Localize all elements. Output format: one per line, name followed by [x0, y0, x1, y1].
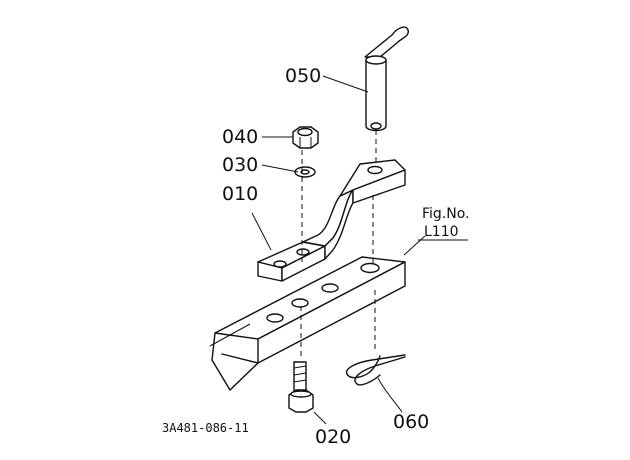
part-label-030: 030 — [222, 154, 258, 176]
part-label-040: 040 — [222, 126, 258, 148]
bracket-part — [257, 159, 406, 282]
part-label-060: 060 — [393, 411, 429, 433]
leader-line-fig-ref — [403, 235, 426, 256]
part-label-020: 020 — [315, 426, 351, 448]
bolt-part — [288, 361, 314, 413]
leader-line-060 — [377, 377, 403, 413]
nut-part — [292, 126, 319, 149]
part-label-050: 050 — [285, 65, 321, 87]
leader-line-020 — [313, 411, 327, 425]
leader-line-030 — [261, 164, 299, 173]
fig-ref-line2: L110 — [424, 224, 459, 240]
fig-ref-line1: Fig.No. — [422, 206, 470, 222]
washer-part — [294, 166, 316, 178]
leader-line-050 — [322, 75, 369, 93]
clip-part — [345, 354, 406, 386]
leader-line-010 — [251, 212, 272, 251]
drawing-code: 3A481-086-11 — [162, 421, 249, 435]
drawbar-frame — [209, 256, 406, 391]
part-label-010: 010 — [222, 183, 258, 205]
pin-part — [364, 26, 410, 132]
